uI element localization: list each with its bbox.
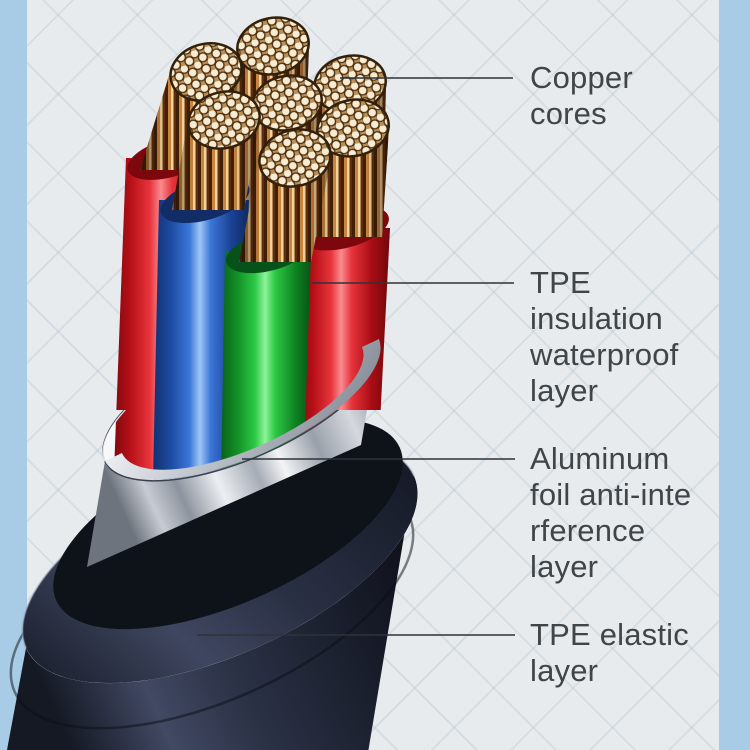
copper-core-bundle [239,128,332,262]
right-accent-strip [719,0,750,750]
label-tpe-elastic-layer: TPE elastic layer [530,617,689,688]
foil-front-rim [105,339,381,480]
wire-green [221,128,332,484]
label-copper-cores: Copper cores [530,60,633,131]
label-tpe-insulation: TPE insulation waterproof layer [530,265,679,408]
jacket-recess [53,418,403,630]
label-aluminum-foil: Aluminum foil anti-inte rference layer [530,441,692,584]
copper-core-bundle [172,90,261,210]
tpe-elastic-jacket [6,418,418,750]
left-accent-strip [0,0,27,750]
